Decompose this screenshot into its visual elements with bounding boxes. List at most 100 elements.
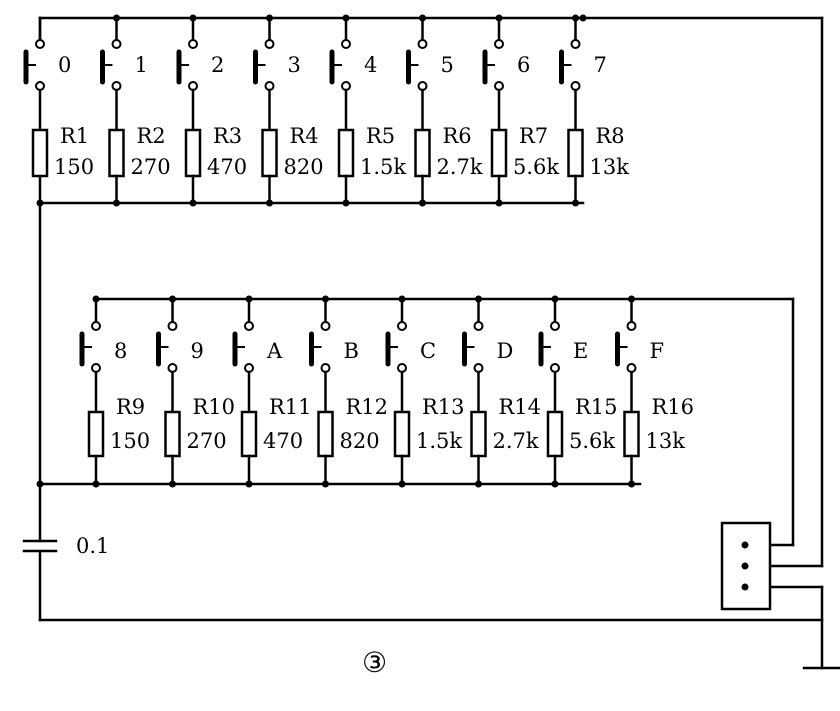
resistor-icon bbox=[623, 410, 640, 458]
resistor-icon bbox=[31, 128, 49, 178]
switch-unit-8: 8R9 150 bbox=[79, 295, 150, 488]
resistor-value: 470 bbox=[263, 429, 303, 453]
resistor-name: R12 bbox=[346, 395, 389, 419]
junction-dot bbox=[36, 480, 44, 488]
resistor-name: R4 bbox=[290, 124, 319, 148]
resistor-name: R7 bbox=[519, 124, 548, 148]
resistor-name: R5 bbox=[366, 124, 395, 148]
resistor-value: 2.7k bbox=[493, 429, 539, 453]
junction-dot bbox=[495, 199, 503, 207]
junction-dot bbox=[245, 480, 253, 488]
resistor-value: 1.5k bbox=[416, 429, 462, 453]
key-label: 0 bbox=[58, 53, 71, 77]
key-label: 7 bbox=[594, 53, 607, 77]
switch-contact-top bbox=[111, 39, 122, 49]
key-label: A bbox=[266, 339, 283, 363]
junction-dot bbox=[266, 199, 273, 207]
resistor-value: 2.7k bbox=[437, 155, 483, 179]
resistor-icon bbox=[240, 410, 258, 458]
capacitor-label: 0.1 bbox=[76, 534, 109, 558]
junction-dot bbox=[628, 480, 635, 488]
connector-pin-3 bbox=[741, 583, 749, 591]
resistor-value: 150 bbox=[54, 155, 94, 179]
key-label: E bbox=[573, 339, 588, 363]
resistor-icon bbox=[317, 410, 334, 458]
resistor-icon bbox=[546, 410, 564, 458]
resistor-icon bbox=[87, 410, 105, 458]
switch-contact-top bbox=[417, 39, 428, 49]
switch-contact-top bbox=[397, 321, 407, 331]
connector-pin-2 bbox=[741, 562, 749, 570]
key-label: 5 bbox=[441, 53, 454, 77]
resistor-icon bbox=[108, 128, 125, 178]
switch-resistor-units: 0R11501R22702R34703R48204R51.5k5R62.7k6R… bbox=[23, 14, 695, 488]
junction-dot bbox=[475, 480, 482, 488]
resistor-name: R6 bbox=[443, 124, 472, 148]
switch-contact-top bbox=[494, 39, 504, 49]
resistor-icon bbox=[164, 410, 181, 458]
resistor-value: 1.5k bbox=[360, 155, 406, 179]
junction-dot bbox=[169, 480, 176, 488]
resistor-value: 13k bbox=[590, 155, 630, 179]
key-label: 2 bbox=[211, 53, 224, 77]
resistor-name: R8 bbox=[596, 124, 625, 148]
switch-unit-0: 0R1 150 bbox=[23, 16, 94, 205]
figure-label: ③ bbox=[362, 646, 387, 679]
key-label: 3 bbox=[288, 53, 301, 77]
switch-contact-top bbox=[473, 321, 484, 331]
resistor-value: 820 bbox=[340, 429, 380, 453]
junction-dot bbox=[342, 199, 350, 207]
key-label: 6 bbox=[517, 53, 530, 77]
switch-contact-top bbox=[341, 39, 351, 49]
resistor-value: 13k bbox=[646, 429, 686, 453]
switch-contact-top bbox=[167, 321, 178, 331]
resistor-icon bbox=[567, 128, 584, 178]
junction-dot bbox=[579, 14, 587, 22]
switch-contact-top bbox=[626, 321, 637, 331]
junction-dot bbox=[551, 480, 559, 488]
resistor-name: R1 bbox=[60, 124, 89, 148]
resistor-value: 5.6k bbox=[569, 429, 615, 453]
resistor-icon bbox=[184, 128, 202, 178]
resistor-value: 270 bbox=[187, 429, 227, 453]
key-label: D bbox=[497, 339, 514, 363]
switch-unit-6: 6R7 5.6k bbox=[482, 14, 559, 207]
junction-dot bbox=[189, 199, 197, 207]
key-label: 9 bbox=[191, 339, 204, 363]
switch-contact-top bbox=[320, 321, 331, 331]
resistor-icon bbox=[261, 128, 278, 178]
key-label: 8 bbox=[114, 339, 127, 363]
resistor-name: R16 bbox=[652, 395, 695, 419]
switch-contact-top bbox=[264, 39, 275, 49]
resistor-name: R9 bbox=[116, 395, 145, 419]
key-label: 1 bbox=[135, 53, 148, 77]
switch-unit-5: 5R6 2.7k bbox=[406, 14, 483, 207]
resistor-name: R10 bbox=[193, 395, 236, 419]
key-label: 4 bbox=[364, 53, 377, 77]
junction-dot bbox=[572, 199, 579, 207]
resistor-value: 150 bbox=[110, 429, 150, 453]
resistor-icon bbox=[490, 128, 508, 178]
resistor-name: R13 bbox=[422, 395, 465, 419]
resistor-icon bbox=[470, 410, 487, 458]
junction-dot bbox=[113, 199, 120, 207]
switch-unit-7: 7R8 13k bbox=[559, 14, 630, 207]
resistor-name: R2 bbox=[137, 124, 166, 148]
resistor-icon bbox=[414, 128, 431, 178]
junction-dot bbox=[398, 480, 406, 488]
connector-pin-1 bbox=[741, 541, 749, 549]
junction-dot bbox=[92, 480, 100, 488]
resistor-value: 470 bbox=[207, 155, 247, 179]
switch-contact-top bbox=[570, 39, 581, 49]
resistor-value: 5.6k bbox=[513, 155, 559, 179]
wiring bbox=[22, 16, 840, 670]
